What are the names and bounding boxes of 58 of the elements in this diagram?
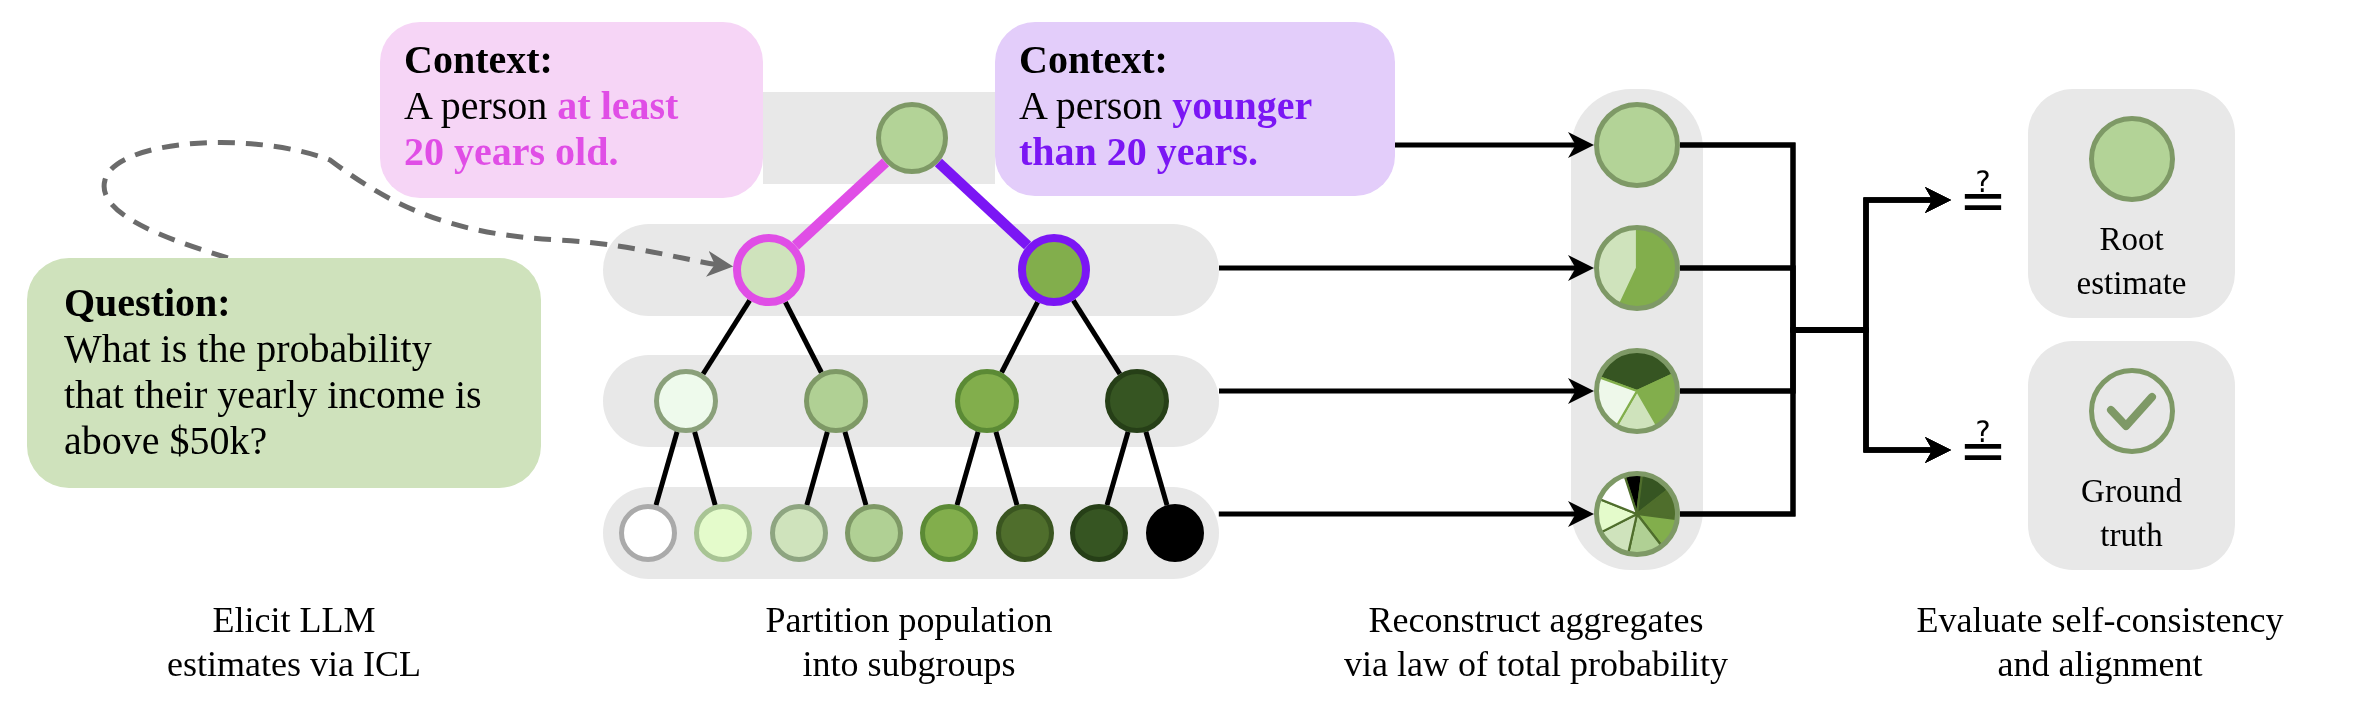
row-band	[763, 92, 995, 184]
tree-edge	[1143, 431, 1170, 506]
step-caption: Elicit LLM estimates via ICL	[166, 599, 422, 686]
arrow	[1218, 501, 1594, 527]
tree-node-circle	[694, 504, 752, 562]
tree-node-circle	[619, 504, 677, 562]
questioned-equal-sign: ≟	[1951, 410, 2015, 490]
tree-node-circle	[804, 369, 868, 433]
questioned-equal-sign: ≟	[1951, 160, 2015, 240]
tree-edge	[993, 431, 1020, 506]
tree-edge	[842, 431, 869, 506]
card-heading: Context:	[1019, 37, 1168, 83]
pie-chart	[1594, 348, 1680, 434]
tree-node-circle	[1018, 234, 1090, 306]
dashed-arrow	[102, 140, 734, 277]
step-caption: Reconstruct aggregates via law of total probability	[1343, 599, 1729, 686]
tree-edge	[1071, 299, 1122, 376]
pie-chart	[1594, 471, 1680, 557]
context-text: A person younger than 20 years.	[1019, 83, 1313, 175]
tree-node-circle	[996, 504, 1054, 562]
question-card	[27, 258, 541, 488]
tree-edge	[999, 300, 1040, 374]
tree-node-circle	[770, 504, 828, 562]
tree-edge	[653, 431, 680, 506]
tree-node-circle	[955, 369, 1019, 433]
check-circle-icon	[2089, 368, 2175, 454]
tree-node-circle	[1070, 504, 1128, 562]
tree-edge	[954, 431, 981, 506]
tree-edge	[804, 431, 830, 506]
context-card	[380, 22, 763, 198]
tree-edge	[701, 299, 752, 376]
bracket-arrow	[1680, 327, 1951, 517]
tree-edge	[934, 158, 1032, 250]
arrow	[1219, 255, 1594, 281]
result-card	[2028, 341, 2235, 570]
step-caption: Evaluate self-consistency and alignment	[1915, 599, 2285, 686]
card-label: Root estimate	[2075, 220, 2188, 303]
card-heading: Question:	[64, 280, 231, 326]
tree-node-circle	[733, 234, 805, 306]
card-heading: Context:	[404, 37, 553, 83]
tree-edge	[791, 158, 890, 250]
result-card	[2028, 89, 2235, 318]
tree-node-circle	[1105, 369, 1169, 433]
tree-edge	[1104, 431, 1131, 506]
arrow	[1395, 132, 1594, 158]
pie-chart	[1594, 225, 1680, 311]
context-card	[995, 22, 1395, 196]
tree-edge	[692, 431, 718, 506]
tree-node-circle	[876, 102, 948, 174]
tree-edge	[783, 300, 824, 374]
card-label: Ground truth	[2080, 472, 2183, 555]
tree-node-circle	[920, 504, 978, 562]
question-text: What is the probability that their yearly income is above $50k?	[64, 326, 483, 464]
step-caption: Partition population into subgroups	[764, 599, 1054, 686]
tree-node-circle	[1146, 504, 1204, 562]
tree-node-circle	[845, 504, 903, 562]
arrow	[1219, 378, 1594, 404]
context-text: A person at least 20 years old.	[404, 83, 680, 175]
